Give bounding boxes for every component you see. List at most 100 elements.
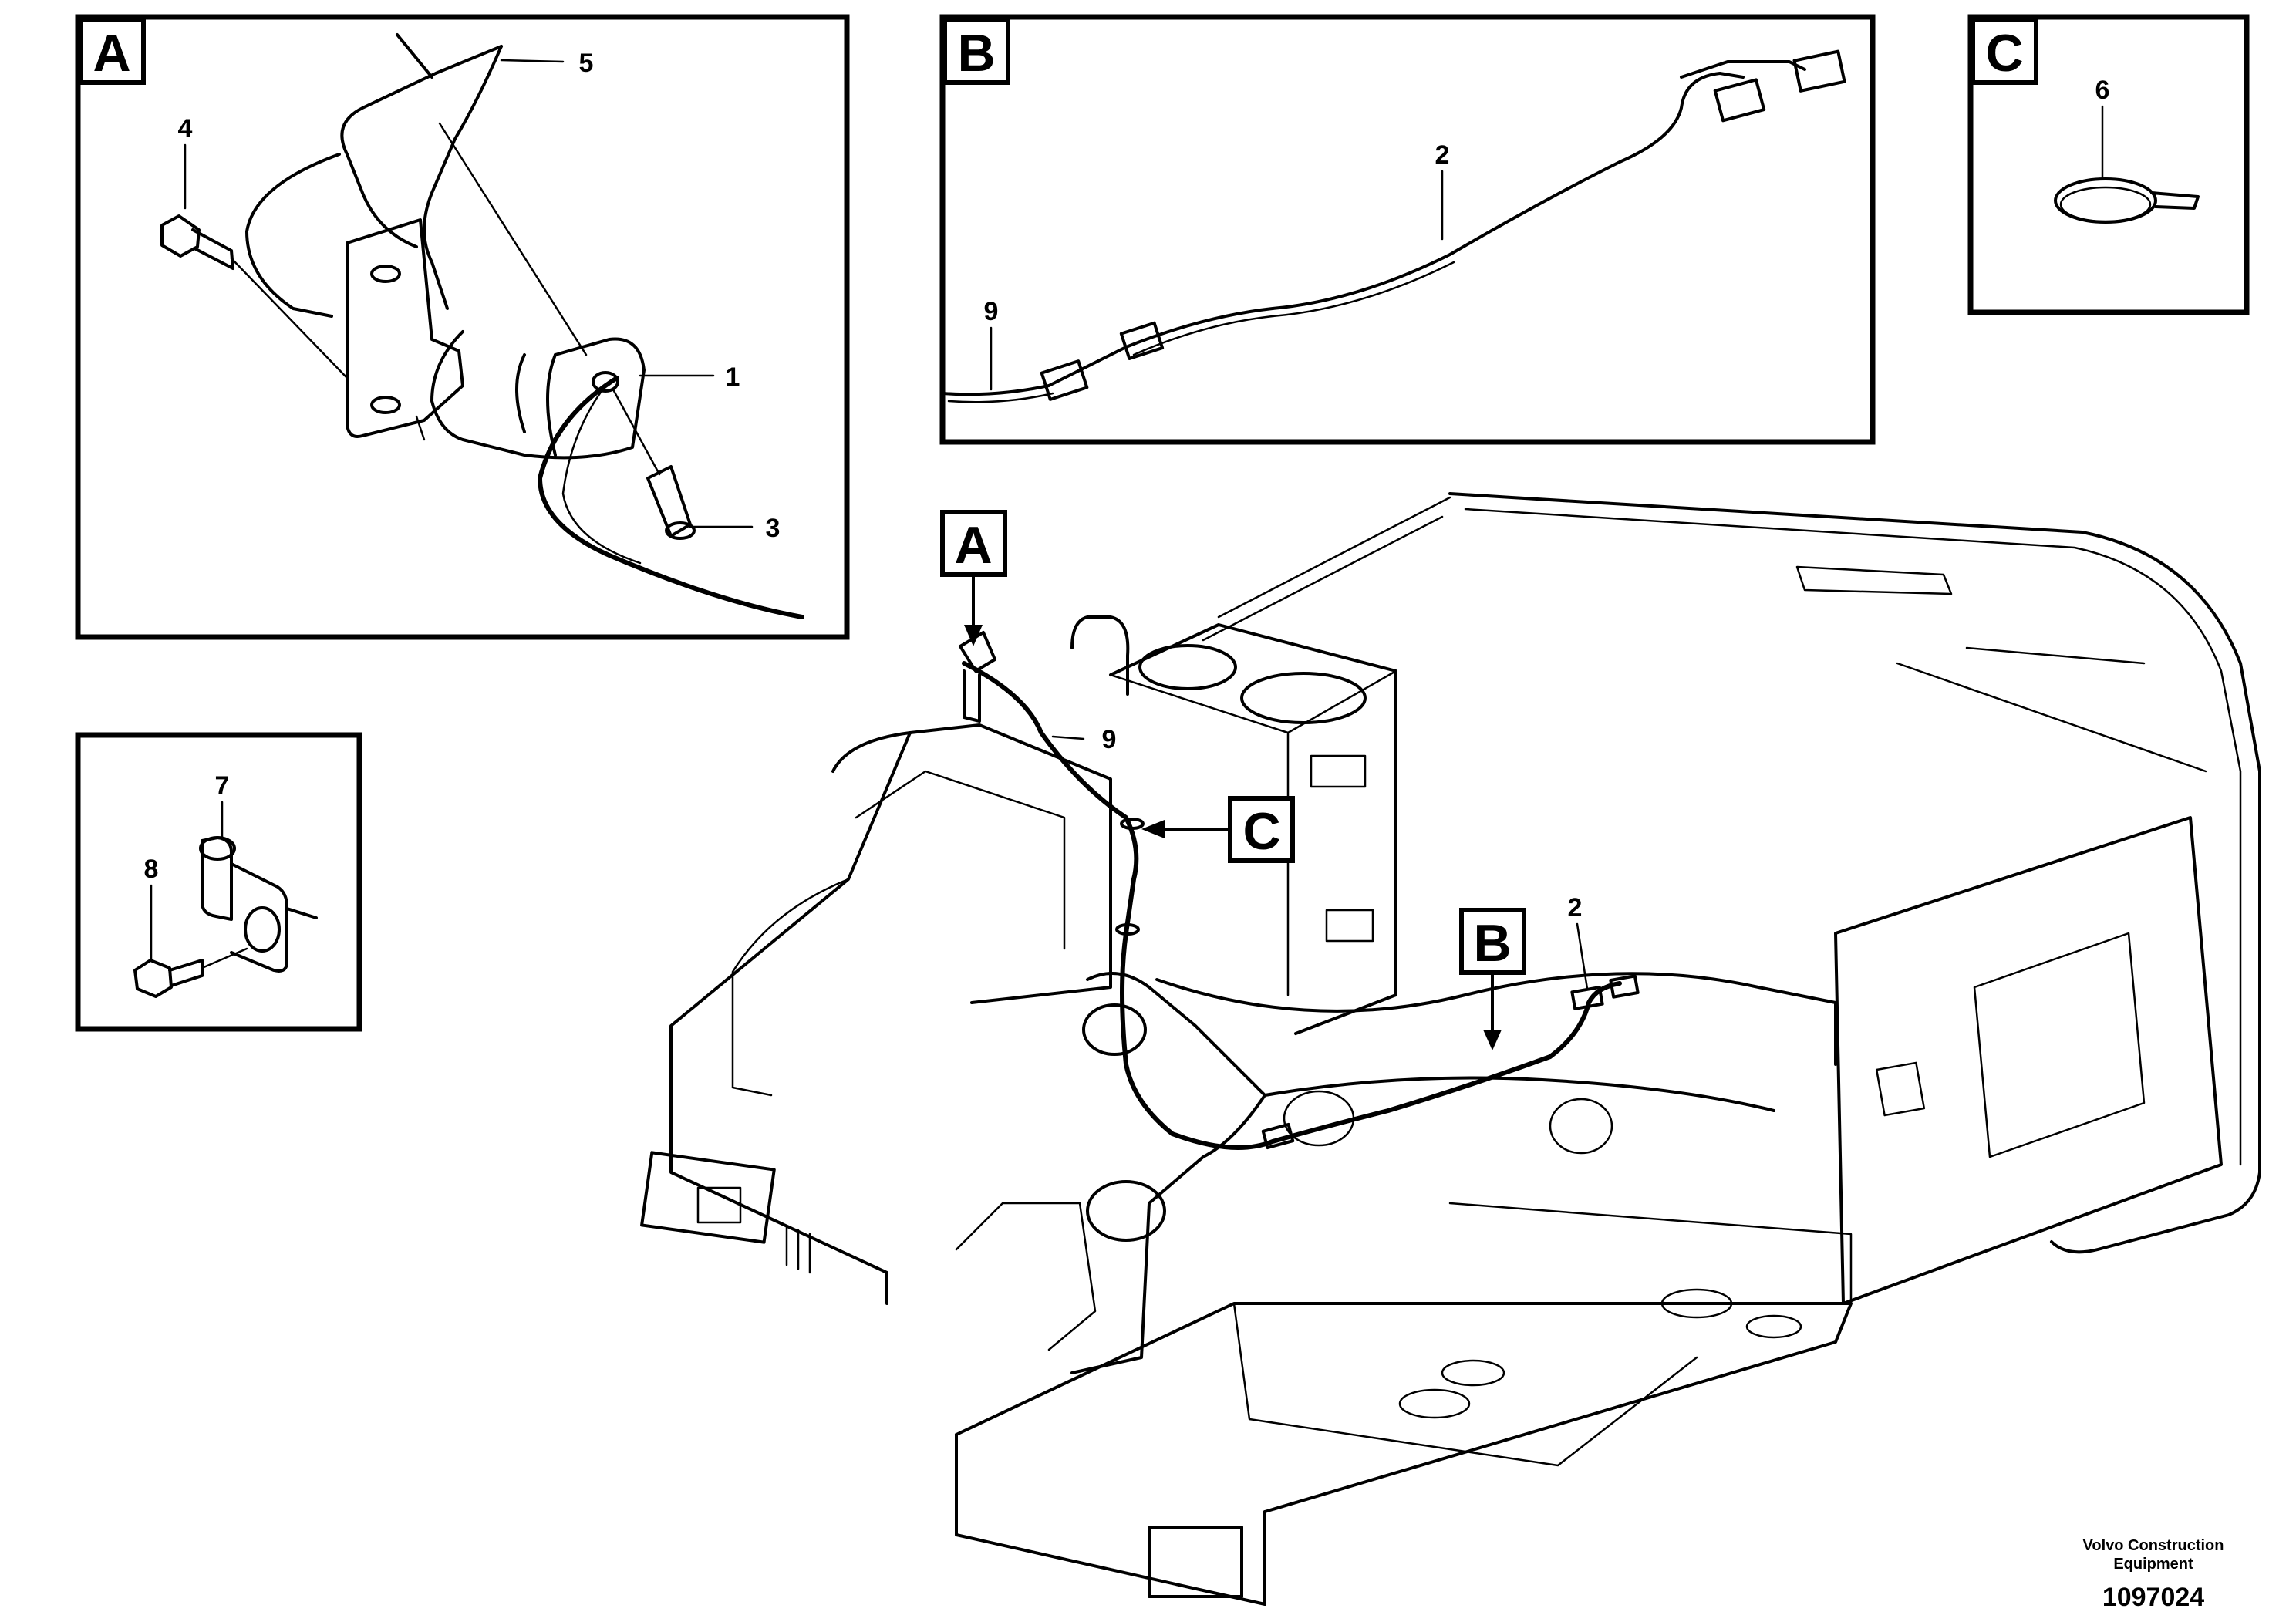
- detail-c-tag: C: [1985, 24, 2023, 83]
- clamp-7-top: [199, 836, 236, 861]
- plate-hole-lower: [370, 396, 401, 414]
- frame-top-rail: [1202, 496, 1451, 642]
- clamp-7-lip: [285, 907, 318, 919]
- leader-2-main: [1576, 922, 1589, 990]
- frame-slot-4: [1745, 1314, 1802, 1339]
- hood-inner: [855, 770, 1066, 950]
- clamp-detail-frame: [75, 732, 362, 1032]
- clamp-1-edge: [515, 353, 557, 457]
- bracket-5-leader: [438, 122, 588, 356]
- engine-label: [1310, 754, 1367, 788]
- main-tag-b-arrow: [1483, 1030, 1502, 1050]
- clamp-7-loop: [201, 836, 233, 921]
- main-tag-b: B: [1473, 914, 1511, 973]
- plate-hole-upper: [370, 265, 401, 283]
- clamp-7-tab: [230, 862, 288, 973]
- boom-pivot-upper: [1082, 1003, 1147, 1056]
- callout-6: 6: [2095, 76, 2110, 105]
- machine-harness: [962, 661, 1622, 1150]
- clamp-detail-panel: 7 8: [75, 732, 362, 1032]
- clamp-1-hole: [592, 371, 619, 393]
- swing-link: [955, 1202, 1097, 1351]
- callout-2-main: 2: [1568, 893, 1583, 922]
- screw-3-head: [665, 521, 696, 540]
- callout-5: 5: [579, 49, 594, 78]
- bolt-8-shank: [168, 959, 204, 987]
- machine-assembly: [640, 492, 2261, 1606]
- connector-b-1: [1040, 359, 1089, 401]
- main-tag-c-box: [1228, 796, 1295, 863]
- cable-detail-a: [538, 376, 804, 619]
- main-tag-a-arrow: [964, 625, 983, 646]
- main-tag-a: A: [954, 516, 992, 575]
- detail-c-frame: [1967, 14, 2250, 315]
- cable-tie-mounted-2: [1115, 923, 1140, 936]
- hood-front: [669, 731, 912, 1305]
- callout-9-main: 9: [1102, 725, 1117, 754]
- boom-pivot-lower: [1086, 1180, 1166, 1242]
- right-housing-opening: [1973, 932, 2146, 1158]
- callout-7: 7: [215, 771, 230, 801]
- connector-b-2: [1119, 321, 1165, 360]
- harness-connector-2: [1570, 986, 1604, 1010]
- frame-slot-3: [1660, 1288, 1733, 1319]
- screw-3-axis: [612, 388, 661, 476]
- frame-hole-2: [1549, 1098, 1613, 1155]
- harness-b-branch: [1680, 60, 1806, 79]
- undercarriage-top: [955, 1302, 1853, 1513]
- mounted-plate-a: [963, 669, 981, 723]
- connector-b-3: [1713, 78, 1766, 123]
- main-tag-b-box: [1459, 908, 1526, 975]
- frame-arm-lower: [1263, 1076, 1775, 1112]
- leader-9-main: [1051, 735, 1085, 740]
- harness-connector-3: [1609, 974, 1640, 999]
- callout-3: 3: [766, 514, 781, 543]
- detail-b-tag-box: [942, 17, 1010, 85]
- hood-top: [909, 723, 1112, 1004]
- detail-b-frame: [939, 14, 1876, 445]
- front-lamp-housing: [640, 1151, 776, 1244]
- bolt-4-leader: [230, 257, 349, 379]
- drawing-number: 1097024: [2102, 1583, 2204, 1612]
- undercarriage-inner: [1232, 1302, 1698, 1467]
- front-lamp: [696, 1186, 742, 1224]
- undercarriage-front: [955, 1433, 1266, 1606]
- cable-tie-mounted-1: [1120, 818, 1145, 830]
- detail-b-tag: B: [957, 24, 995, 83]
- frame-slot-1: [1398, 1388, 1471, 1419]
- rear-shell-outline: [1448, 492, 2261, 1254]
- main-tag-a-box: [940, 510, 1007, 577]
- shell-panel-lines: [1896, 646, 2207, 773]
- leader-5: [500, 59, 565, 63]
- detail-a-frame: [75, 14, 850, 640]
- frame-arm-upper: [1155, 972, 1837, 1066]
- bracket-5-outline: [340, 33, 503, 248]
- top-hatch: [1795, 565, 1953, 595]
- detail-a-panel: A 5 4 1 3: [75, 14, 850, 640]
- cable-tie-6-tail: [2150, 191, 2200, 210]
- bolt-8-head: [133, 959, 173, 998]
- main-callouts: A C B 9 2: [940, 510, 1589, 1050]
- bracket-5-lobe: [245, 153, 341, 318]
- cable-detail-a-inner: [561, 384, 642, 565]
- mounting-plate: [346, 218, 464, 438]
- detail-c-panel: C 6: [1967, 14, 2250, 315]
- engine-block-edges: [1109, 669, 1397, 996]
- connector-b-4: [1792, 49, 1846, 93]
- company-name-line1: Volvo Construction: [2083, 1537, 2224, 1554]
- cable-tie-6-inner: [2059, 186, 2152, 223]
- plate-leader: [415, 415, 426, 441]
- right-housing: [1834, 816, 2223, 1305]
- detail-c-tag-box: [1971, 17, 2038, 85]
- callout-2-detail: 2: [1435, 140, 1450, 170]
- detail-a-tag: A: [93, 24, 130, 83]
- detail-b-panel: B 2 9: [939, 14, 1876, 445]
- callout-8: 8: [144, 855, 159, 884]
- rear-lamp-housing: [1148, 1526, 1243, 1598]
- hood-side-panel: [731, 878, 850, 1097]
- bolt-8-axis: [201, 947, 248, 969]
- frame-slot-2: [1441, 1359, 1505, 1387]
- callout-9-detail: 9: [984, 297, 999, 326]
- callout-1: 1: [726, 363, 740, 392]
- harness-connector-1: [1261, 1122, 1295, 1150]
